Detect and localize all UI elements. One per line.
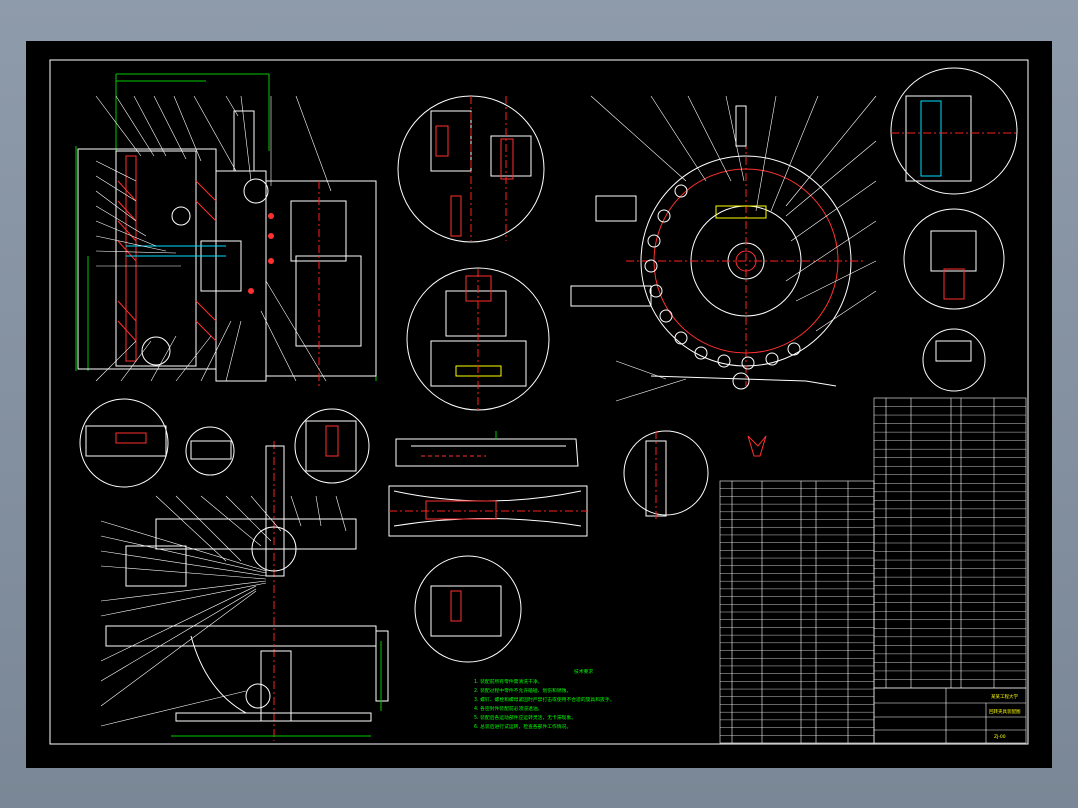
technical-note-4: 4. 各密封件装配前必须浸透油。 <box>474 705 542 712</box>
technical-notes-title: 技术要求 <box>574 668 593 675</box>
technical-note-6: 6. 总装后进行试运转，检查各部件工作情况。 <box>474 723 571 730</box>
drawing-sheet: 技术要求 1. 装配前所有零件需清洗干净。 2. 装配过程中零件不允许磕碰、划伤… <box>26 41 1052 768</box>
technical-note-3: 3. 螺钉、螺栓和螺母紧固时严禁打击或使用不合适的旋具和扳手。 <box>474 696 614 703</box>
main-assembly-view <box>75 73 377 386</box>
title-block <box>873 687 1027 744</box>
title-block-drawing-number: ZJ-00 <box>994 734 1006 740</box>
detail-circle-top-2 <box>406 267 550 411</box>
rotary-table-view <box>570 95 877 402</box>
parts-list-left-rows <box>720 488 874 736</box>
technical-notes: 技术要求 1. 装配前所有零件需清洗干净。 2. 装配过程中零件不允许磕碰、划伤… <box>474 668 614 730</box>
technical-note-2: 2. 装配过程中零件不允许磕碰、划伤和锈蚀。 <box>474 687 571 694</box>
lower-left-view <box>100 441 389 741</box>
technical-note-1: 1. 装配前所有零件需清洗干净。 <box>474 678 542 685</box>
title-block-university: 某某工程大学 <box>991 693 1018 700</box>
technical-note-5: 5. 装配后各运动部件应运转灵活，无卡滞现象。 <box>474 714 576 721</box>
title-block-drawing-name: 回转夹具装配图 <box>989 708 1021 715</box>
drawing-frame <box>49 59 1029 745</box>
parts-list-right-rows <box>874 406 1026 680</box>
center-lower-views <box>388 430 767 663</box>
detail-circles-left-middle <box>79 398 370 488</box>
cad-drawing: 技术要求 1. 装配前所有零件需清洗干净。 2. 装配过程中零件不允许磕碰、划伤… <box>49 59 1029 745</box>
detail-circles-right <box>890 67 1018 392</box>
detail-circle-top-1 <box>397 95 545 243</box>
